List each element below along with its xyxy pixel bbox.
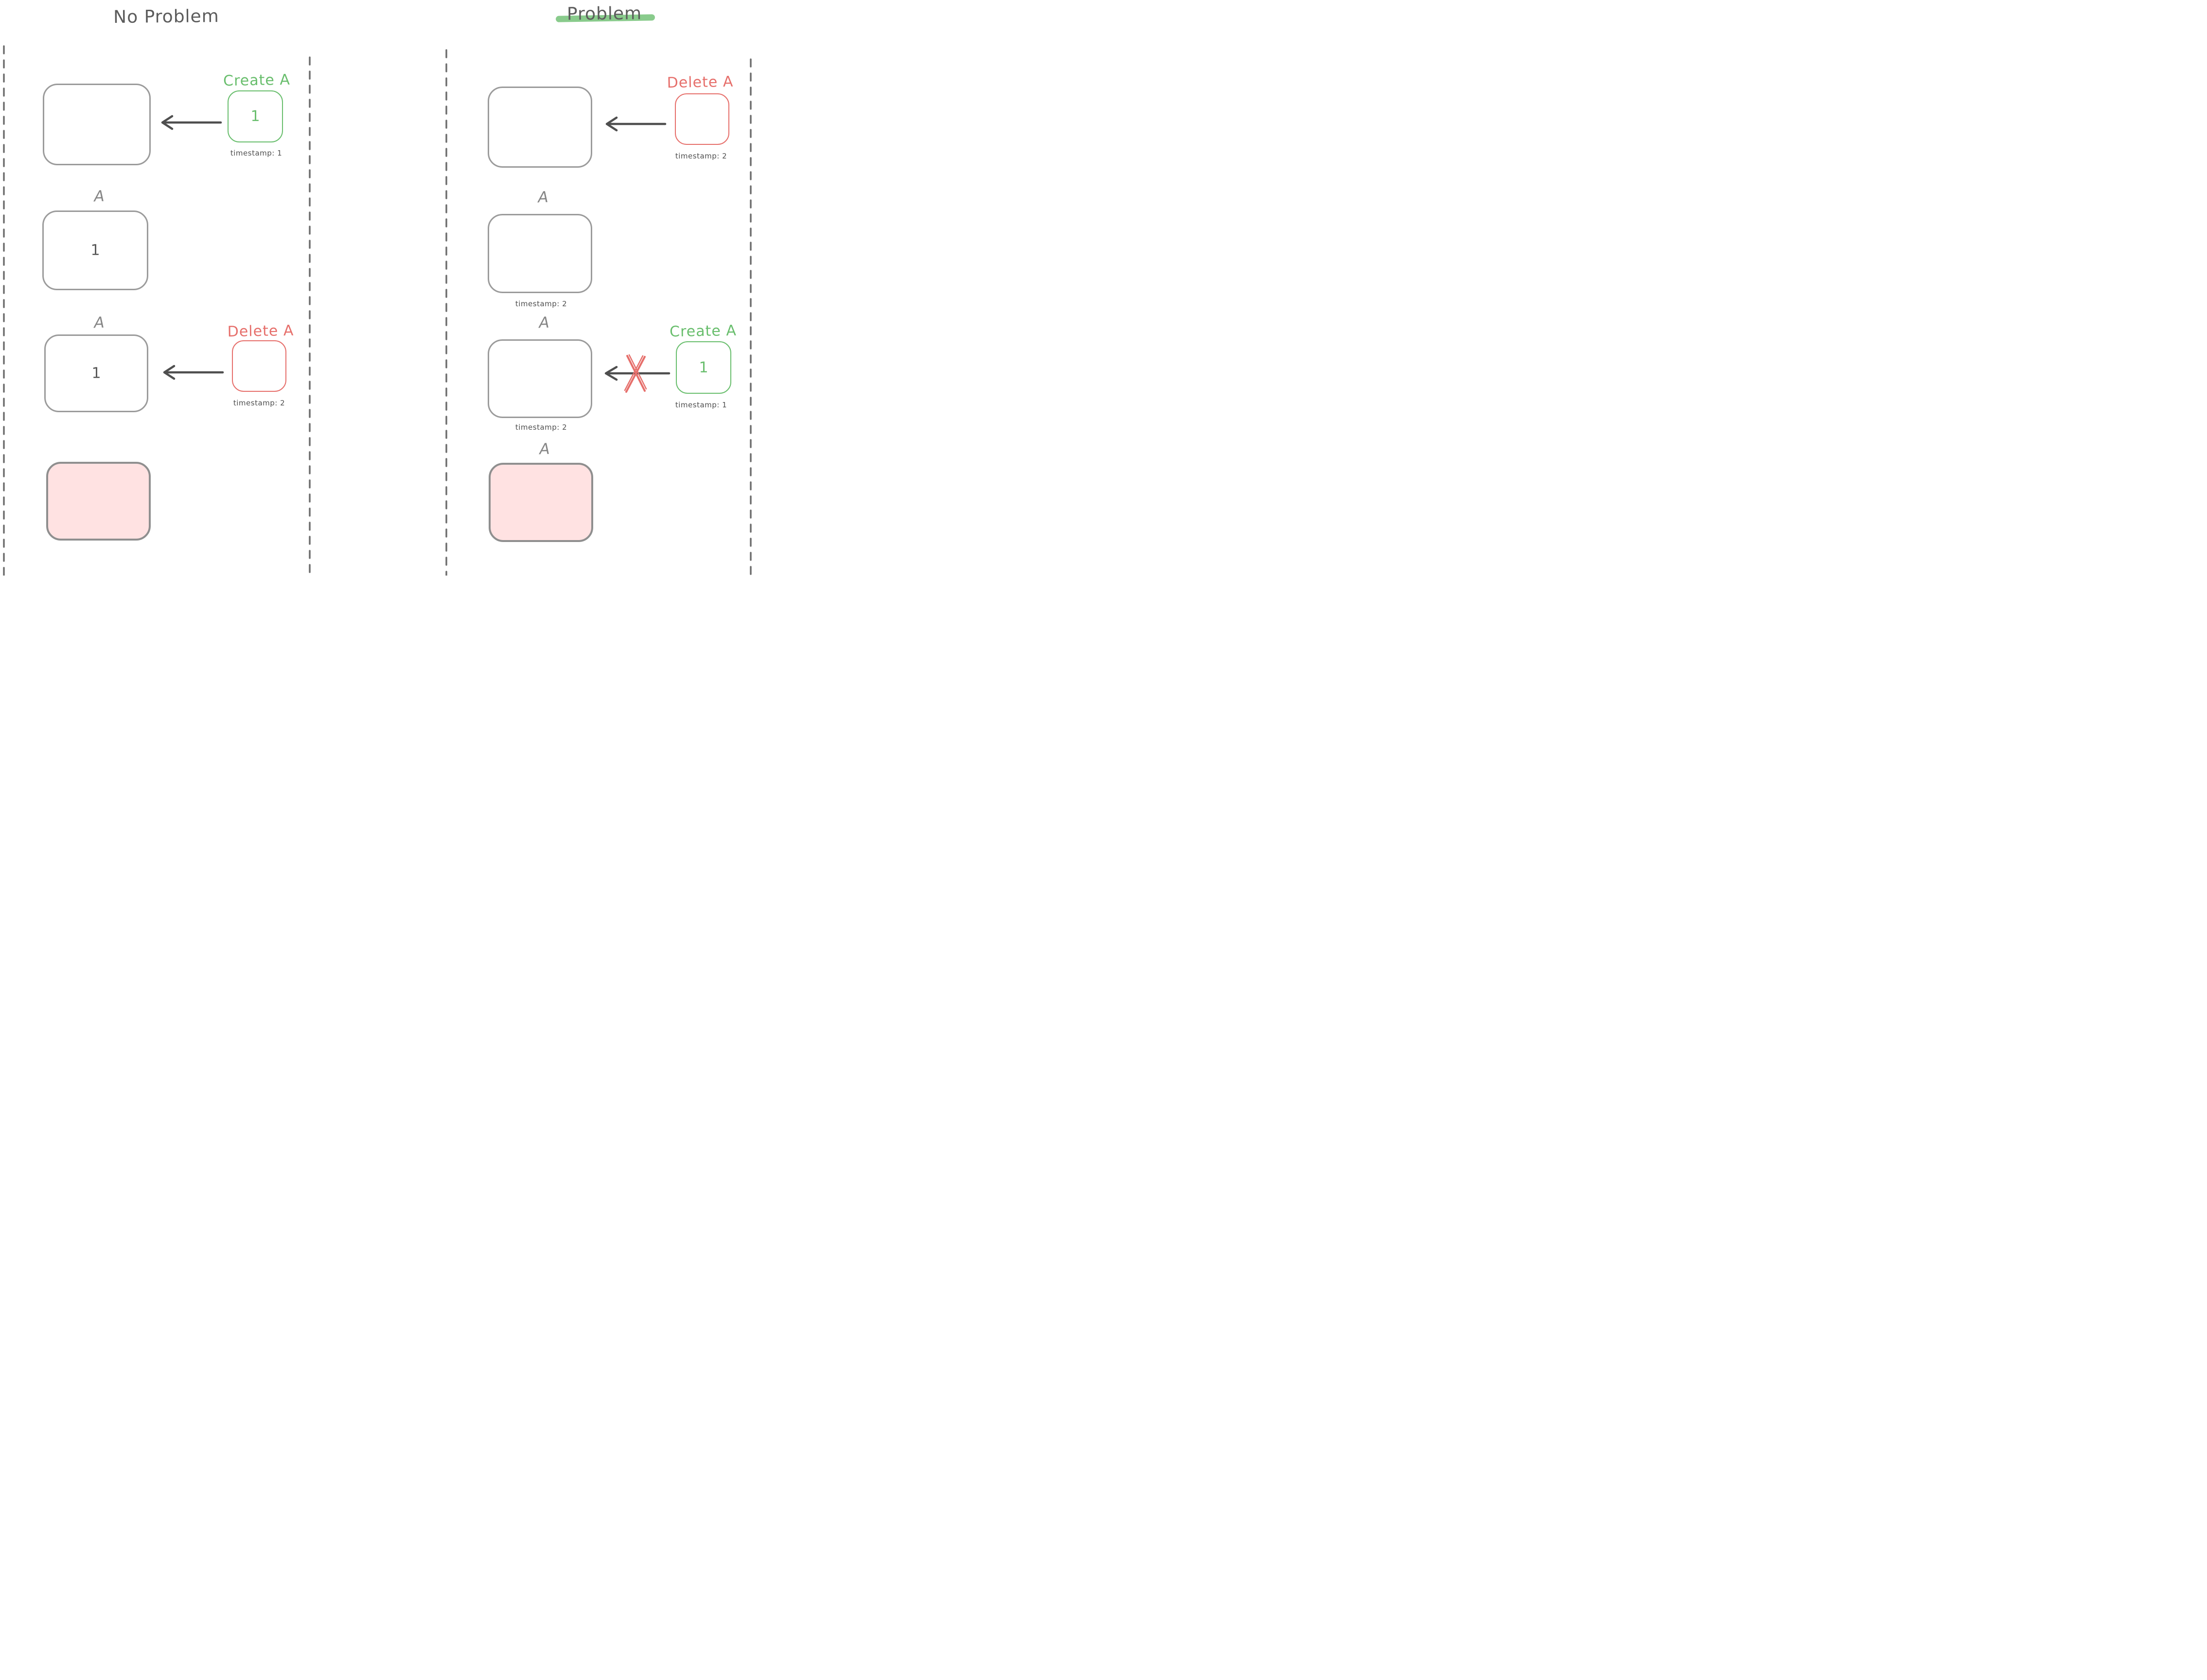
delete-operation-box <box>232 340 286 392</box>
store-value: 1 <box>91 365 101 382</box>
left-panel-title: No Problem <box>113 6 219 27</box>
x-mark-icon <box>624 354 647 393</box>
divider-right-dashed-line <box>750 58 752 576</box>
store-rect-empty <box>488 87 592 168</box>
store-rect-a <box>488 339 592 418</box>
store-rect-a <box>42 210 148 290</box>
store-rect-a <box>488 214 592 293</box>
create-operation-value: 1 <box>699 359 708 376</box>
entity-a-label: A <box>93 187 105 206</box>
operation-timestamp: timestamp: 1 <box>230 149 282 158</box>
create-operation-label: Create A <box>223 71 291 90</box>
store-value: 1 <box>90 242 100 259</box>
right-panel-title: Problem <box>566 3 642 24</box>
create-operation-value: 1 <box>250 108 260 125</box>
entity-a-label: A <box>538 314 550 332</box>
create-operation-label: Create A <box>669 322 737 341</box>
entity-a-label: A <box>539 440 550 458</box>
arrow-left-icon <box>605 116 667 132</box>
arrow-left-blocked-icon <box>604 354 671 393</box>
operation-timestamp: timestamp: 1 <box>675 401 727 409</box>
delete-operation-label: Delete A <box>227 322 294 341</box>
store-timestamp: timestamp: 2 <box>515 423 567 432</box>
divider-left-dashed-line <box>3 45 5 576</box>
store-rect-deleted <box>46 462 151 541</box>
store-rect-deleted <box>489 463 593 542</box>
store-rect-a <box>44 334 148 412</box>
divider-mid-left-dashed-line <box>309 56 311 576</box>
entity-a-label: A <box>537 188 549 207</box>
arrow-left-icon <box>163 365 224 380</box>
create-operation-box: 1 <box>228 90 283 142</box>
delete-operation-label: Delete A <box>667 73 734 92</box>
arrow-left-icon <box>161 115 222 130</box>
operation-timestamp: timestamp: 2 <box>675 152 727 160</box>
operation-timestamp: timestamp: 2 <box>233 399 285 407</box>
delete-operation-box <box>675 93 729 145</box>
create-operation-box: 1 <box>676 341 731 394</box>
divider-mid-right-dashed-line <box>445 49 447 576</box>
whiteboard-canvas: No Problem Create A 1 timestamp: 1 A 1 A… <box>0 0 753 576</box>
entity-a-label: A <box>93 314 105 332</box>
store-rect-empty <box>43 84 151 165</box>
store-timestamp: timestamp: 2 <box>515 299 567 308</box>
